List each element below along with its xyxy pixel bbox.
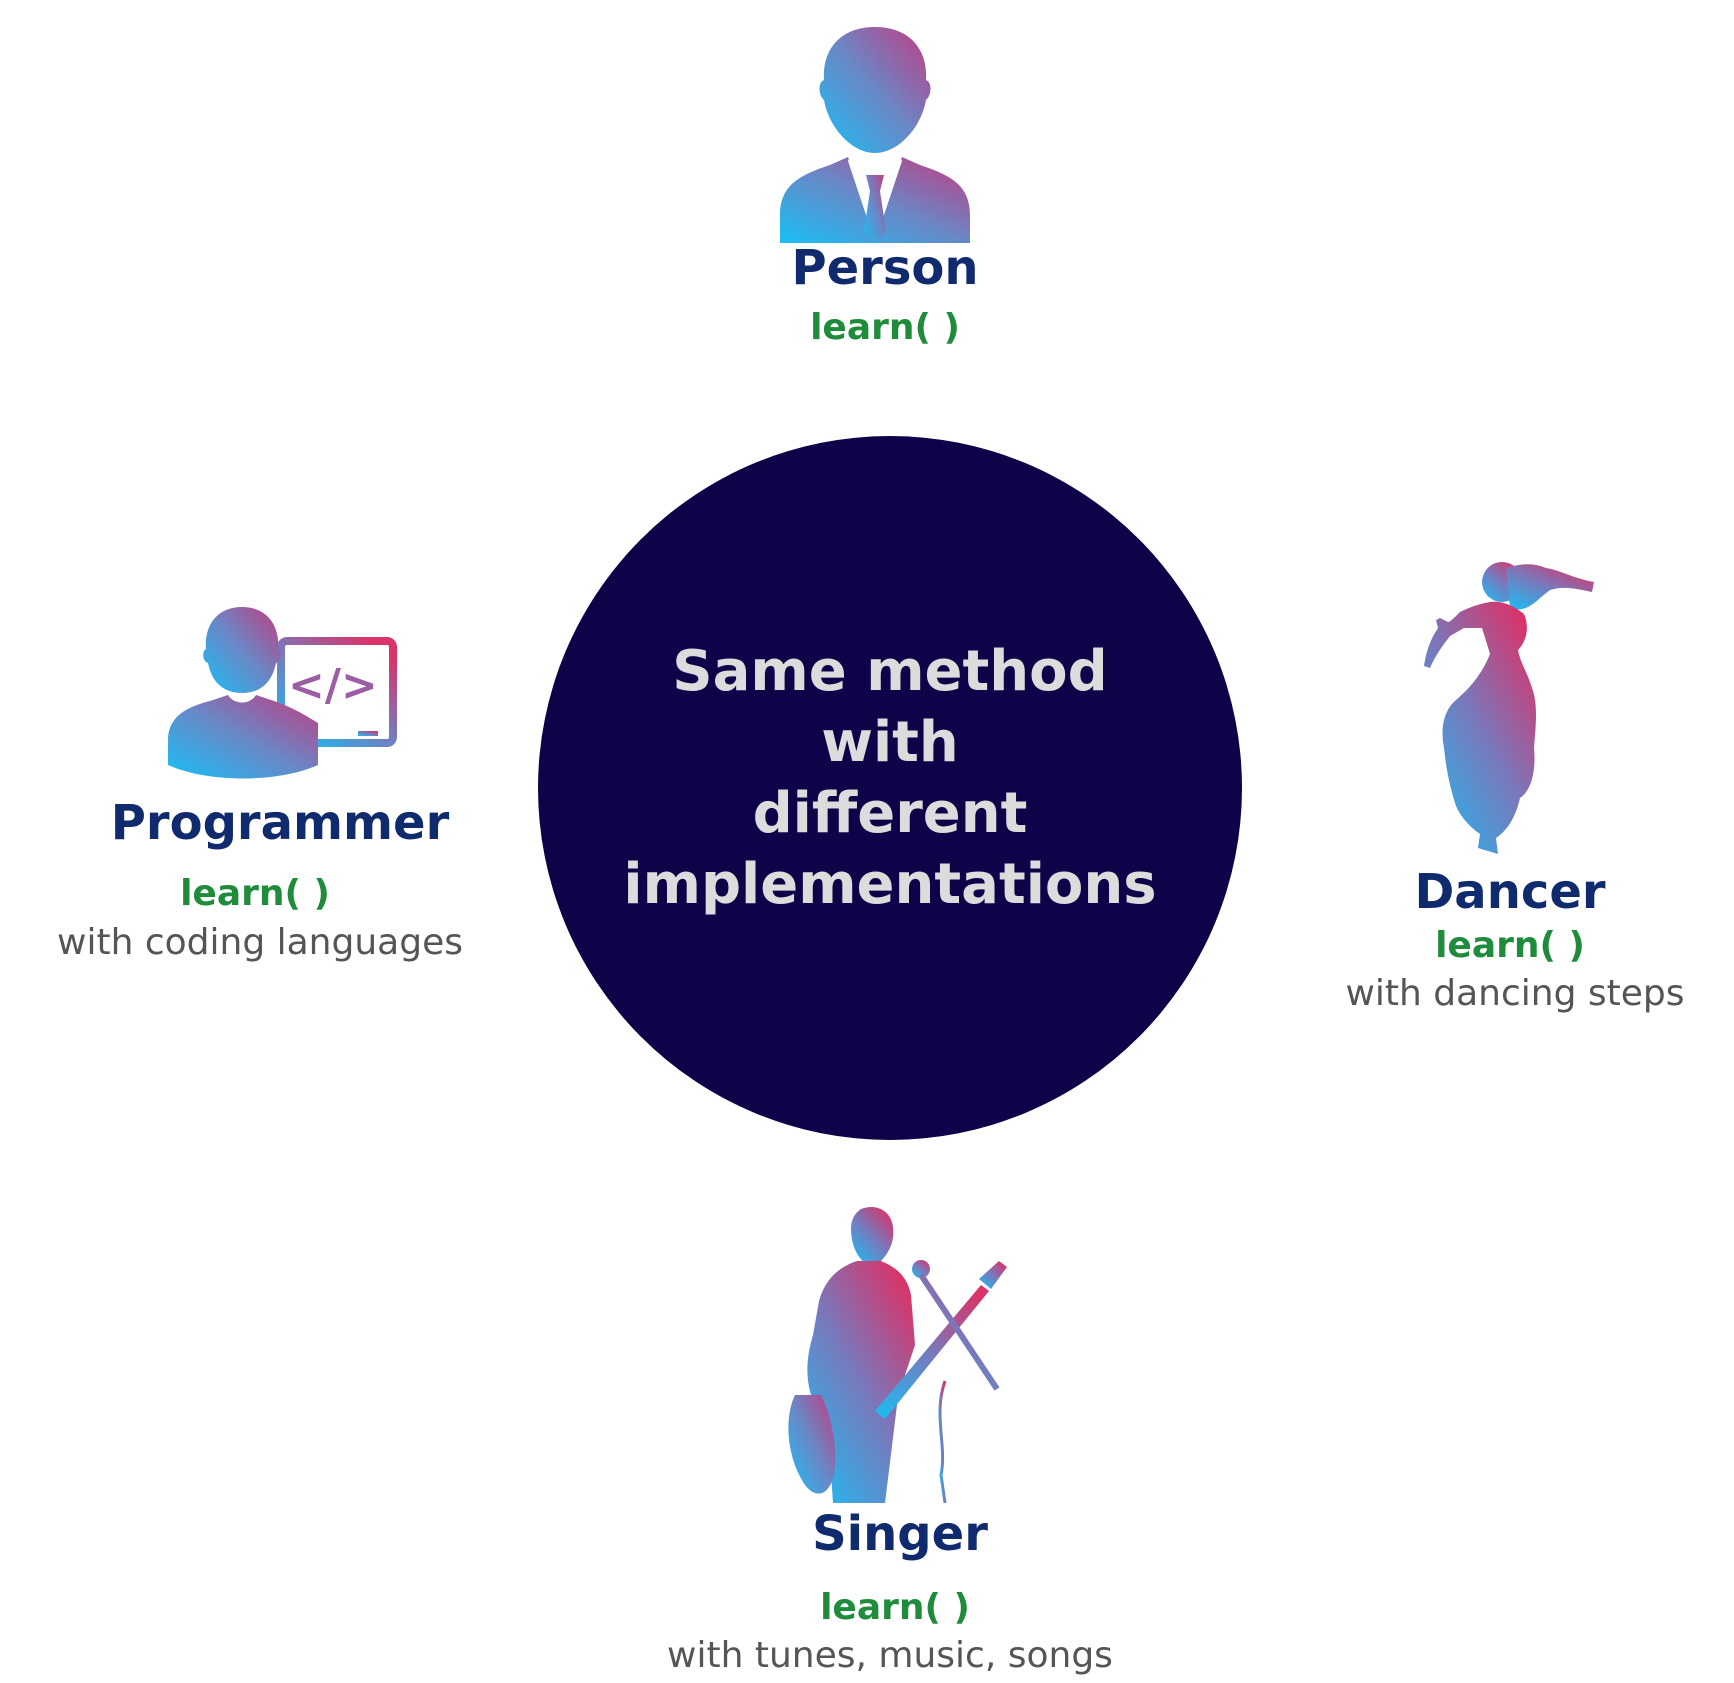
singer-title: Singer: [812, 1506, 988, 1562]
central-hub-circle: [538, 436, 1242, 1140]
hub-line-2: with: [821, 710, 959, 775]
programmer-method: learn( ): [180, 873, 330, 914]
hub-line-4: implementations: [623, 852, 1157, 917]
programmer-title: Programmer: [110, 795, 450, 851]
programmer-description: with coding languages: [57, 922, 463, 963]
dancer-icon: [1424, 562, 1594, 854]
singer-method: learn( ): [820, 1587, 970, 1628]
businessman-icon: [780, 27, 970, 243]
svg-text:</>: </>: [288, 660, 378, 711]
programmer-icon: </>: [168, 607, 397, 779]
dancer-method: learn( ): [1435, 925, 1585, 966]
dancer-description: with dancing steps: [1345, 973, 1685, 1014]
hub-line-3: different: [752, 781, 1028, 846]
dancer-title: Dancer: [1414, 864, 1606, 920]
hub-line-1: Same method: [672, 639, 1108, 704]
person-title: Person: [791, 240, 979, 296]
singer-guitarist-icon: [788, 1207, 1007, 1504]
singer-description: with tunes, music, songs: [667, 1635, 1113, 1676]
hub-label: Same method with different implementatio…: [538, 636, 1242, 920]
person-method: learn( ): [810, 307, 960, 348]
